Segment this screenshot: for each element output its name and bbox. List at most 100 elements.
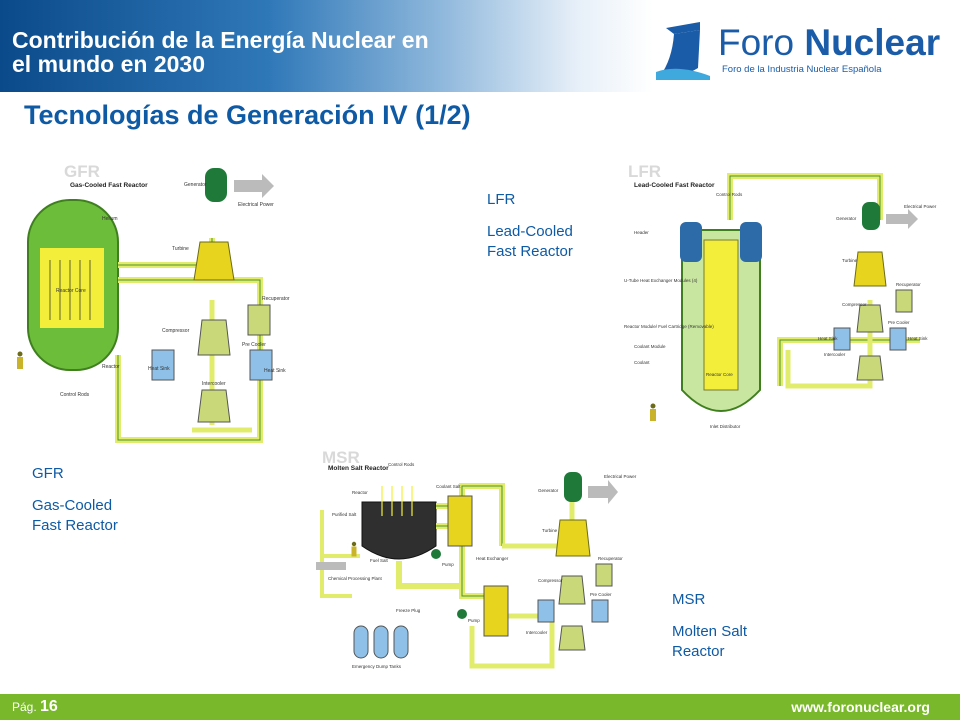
lfr-recuperator (895, 289, 913, 313)
msr-label-chem: Chemical Processing Plant (328, 576, 383, 581)
lfr-name-line2: Fast Reactor (487, 243, 573, 260)
msr-pump-2 (457, 609, 467, 619)
msr-person-icon (351, 541, 357, 557)
lfr-generator (862, 202, 880, 230)
gfr-label-power: Electrical Power (238, 202, 274, 208)
header-band (0, 0, 960, 92)
gfr-label-turbine: Turbine (172, 246, 189, 252)
logo-name-part1: Foro (718, 22, 805, 63)
msr-chemical-plant (316, 562, 346, 570)
lfr-label-header: Header (634, 230, 649, 235)
msr-diagram: MSR Molten Salt Reactor Control Rods Coo… (316, 448, 637, 669)
msr-label-fuel: Fuel Salt (370, 558, 389, 563)
logo-name: Foro Nuclear (718, 22, 940, 64)
lfr-label-recuperator: Recuperator (896, 282, 921, 287)
header-title-line2: el mundo en 2030 (12, 51, 206, 77)
lfr-person-icon (650, 403, 656, 421)
gfr-label-precooler: Pre Cooler (242, 342, 266, 348)
gfr-label-compressor: Compressor (162, 328, 190, 334)
gfr-diagram-title: Gas-Cooled Fast Reactor (70, 182, 148, 189)
msr-label-precooler: Pre Cooler (590, 592, 612, 597)
lfr-label-inlet: Inlet Distributor (710, 424, 741, 429)
lfr-label-coolant: Coolant (634, 360, 650, 365)
lfr-label-compressor: Compressor (842, 302, 867, 307)
msr-precooler (591, 599, 609, 623)
header-title: Contribución de la Energía Nuclear en el… (12, 28, 512, 76)
gfr-label-recuperator: Recuperator (262, 296, 290, 302)
lfr-abbr: LFR (487, 191, 516, 208)
gfr-abbr: GFR (32, 465, 64, 482)
page-number: Pág. 16 (12, 698, 58, 716)
gfr-label-core: Reactor Core (56, 288, 86, 294)
gfr-intercooler (151, 349, 175, 381)
lfr-power-arrow-icon (886, 209, 918, 229)
gfr-label-reactor: Reactor (102, 364, 120, 370)
msr-label-coolant-salt: Coolant Salt (436, 484, 461, 489)
lfr-compressor-2 (856, 355, 884, 381)
page-prefix: Pág. (12, 700, 41, 714)
gfr-label-block: GFR Gas-Cooled Fast Reactor (32, 464, 118, 536)
lfr-compressor-1 (856, 304, 884, 333)
page-number-value: 16 (40, 698, 58, 715)
msr-turbine (555, 519, 591, 557)
lfr-label-utube: U-Tube Heat Exchanger Modules (4) (624, 278, 698, 283)
msr-label-pump: Pump (442, 562, 454, 567)
msr-label-compressor: Compressor (538, 578, 563, 583)
gfr-generator (205, 168, 227, 202)
foro-nuclear-logo: Foro Nuclear Foro de la Industria Nuclea… (652, 20, 942, 80)
msr-label-generator: Generator (538, 488, 559, 493)
gfr-diagram: GFR Gas-Cooled Fast Reactor Generator El… (17, 162, 290, 443)
msr-name-line1: Molten Salt (672, 623, 748, 640)
gfr-diagram-tag: GFR (64, 162, 100, 181)
gfr-label-intercooler: Intercooler (202, 381, 226, 387)
footer-url-link[interactable]: www.foronuclear.org (791, 699, 930, 715)
slide-title: Tecnologías de Generación IV (1/2) (24, 100, 471, 130)
msr-generator (564, 472, 582, 502)
msr-label-recuperator: Recuperator (598, 556, 623, 561)
lfr-precooler (889, 327, 907, 351)
gfr-name-line2: Fast Reactor (32, 517, 118, 534)
gfr-precooler (249, 349, 273, 381)
msr-label-purified: Purified Salt (332, 512, 357, 517)
footer-bar: Pág. 16 www.foronuclear.org (0, 694, 960, 720)
msr-diagram-title: Molten Salt Reactor (328, 465, 389, 472)
gfr-label-heatsink-2: Heat Sink (148, 366, 170, 372)
lfr-name-line1: Lead-Cooled (487, 223, 573, 240)
msr-label-tanks: Emergency Dump Tanks (352, 664, 402, 669)
gfr-label-heatsink: Heat Sink (264, 368, 286, 374)
lfr-exchanger-right (740, 222, 762, 262)
gfr-label-rods: Control Rods (60, 392, 90, 398)
header-title-line1: Contribución de la Energía Nuclear en (12, 27, 429, 53)
lfr-diagram-tag: LFR (628, 162, 661, 181)
msr-name-line2: Reactor (672, 643, 725, 660)
gfr-power-arrow-icon (234, 174, 274, 198)
msr-reactor (361, 501, 437, 560)
logo-name-part2: Nuclear (804, 22, 941, 63)
gfr-recuperator (247, 304, 271, 336)
lfr-core-module (703, 239, 739, 391)
msr-dump-tanks (353, 625, 409, 659)
gfr-turbine (193, 241, 235, 281)
gfr-label-helium: Helium (102, 216, 118, 222)
msr-diagram-tag: MSR (322, 448, 360, 467)
lfr-label-module: Reactor Module/ Fuel Cartridge (Removabl… (624, 324, 714, 329)
lfr-label-turbine: Turbine (842, 258, 858, 263)
gfr-compressor-2 (197, 389, 231, 423)
lfr-label-precooler: Pre Cooler (888, 320, 910, 325)
lfr-label-heatsink-2: Heat Sink (908, 336, 928, 341)
msr-recuperator (595, 563, 613, 587)
lfr-turbine (853, 251, 887, 287)
msr-heat-exchanger-1 (447, 495, 473, 547)
msr-label-hx: Heat Exchanger (476, 556, 509, 561)
msr-label-turbine: Turbine (542, 528, 558, 533)
gfr-core (40, 248, 104, 328)
msr-intercooler (537, 599, 555, 623)
lfr-label-block: LFR Lead-Cooled Fast Reactor (487, 190, 573, 262)
lfr-label-coolant-module: Coolant Module (634, 344, 666, 349)
lfr-label-intercooler: Intercooler (824, 352, 846, 357)
lfr-label-heatsink: Heat Sink (818, 336, 838, 341)
lfr-diagram-title: Lead-Cooled Fast Reactor (634, 182, 715, 189)
msr-pump-1 (431, 549, 441, 559)
msr-label-reactor: Reactor (352, 490, 368, 495)
msr-label-pump-2: Pump (468, 618, 480, 623)
